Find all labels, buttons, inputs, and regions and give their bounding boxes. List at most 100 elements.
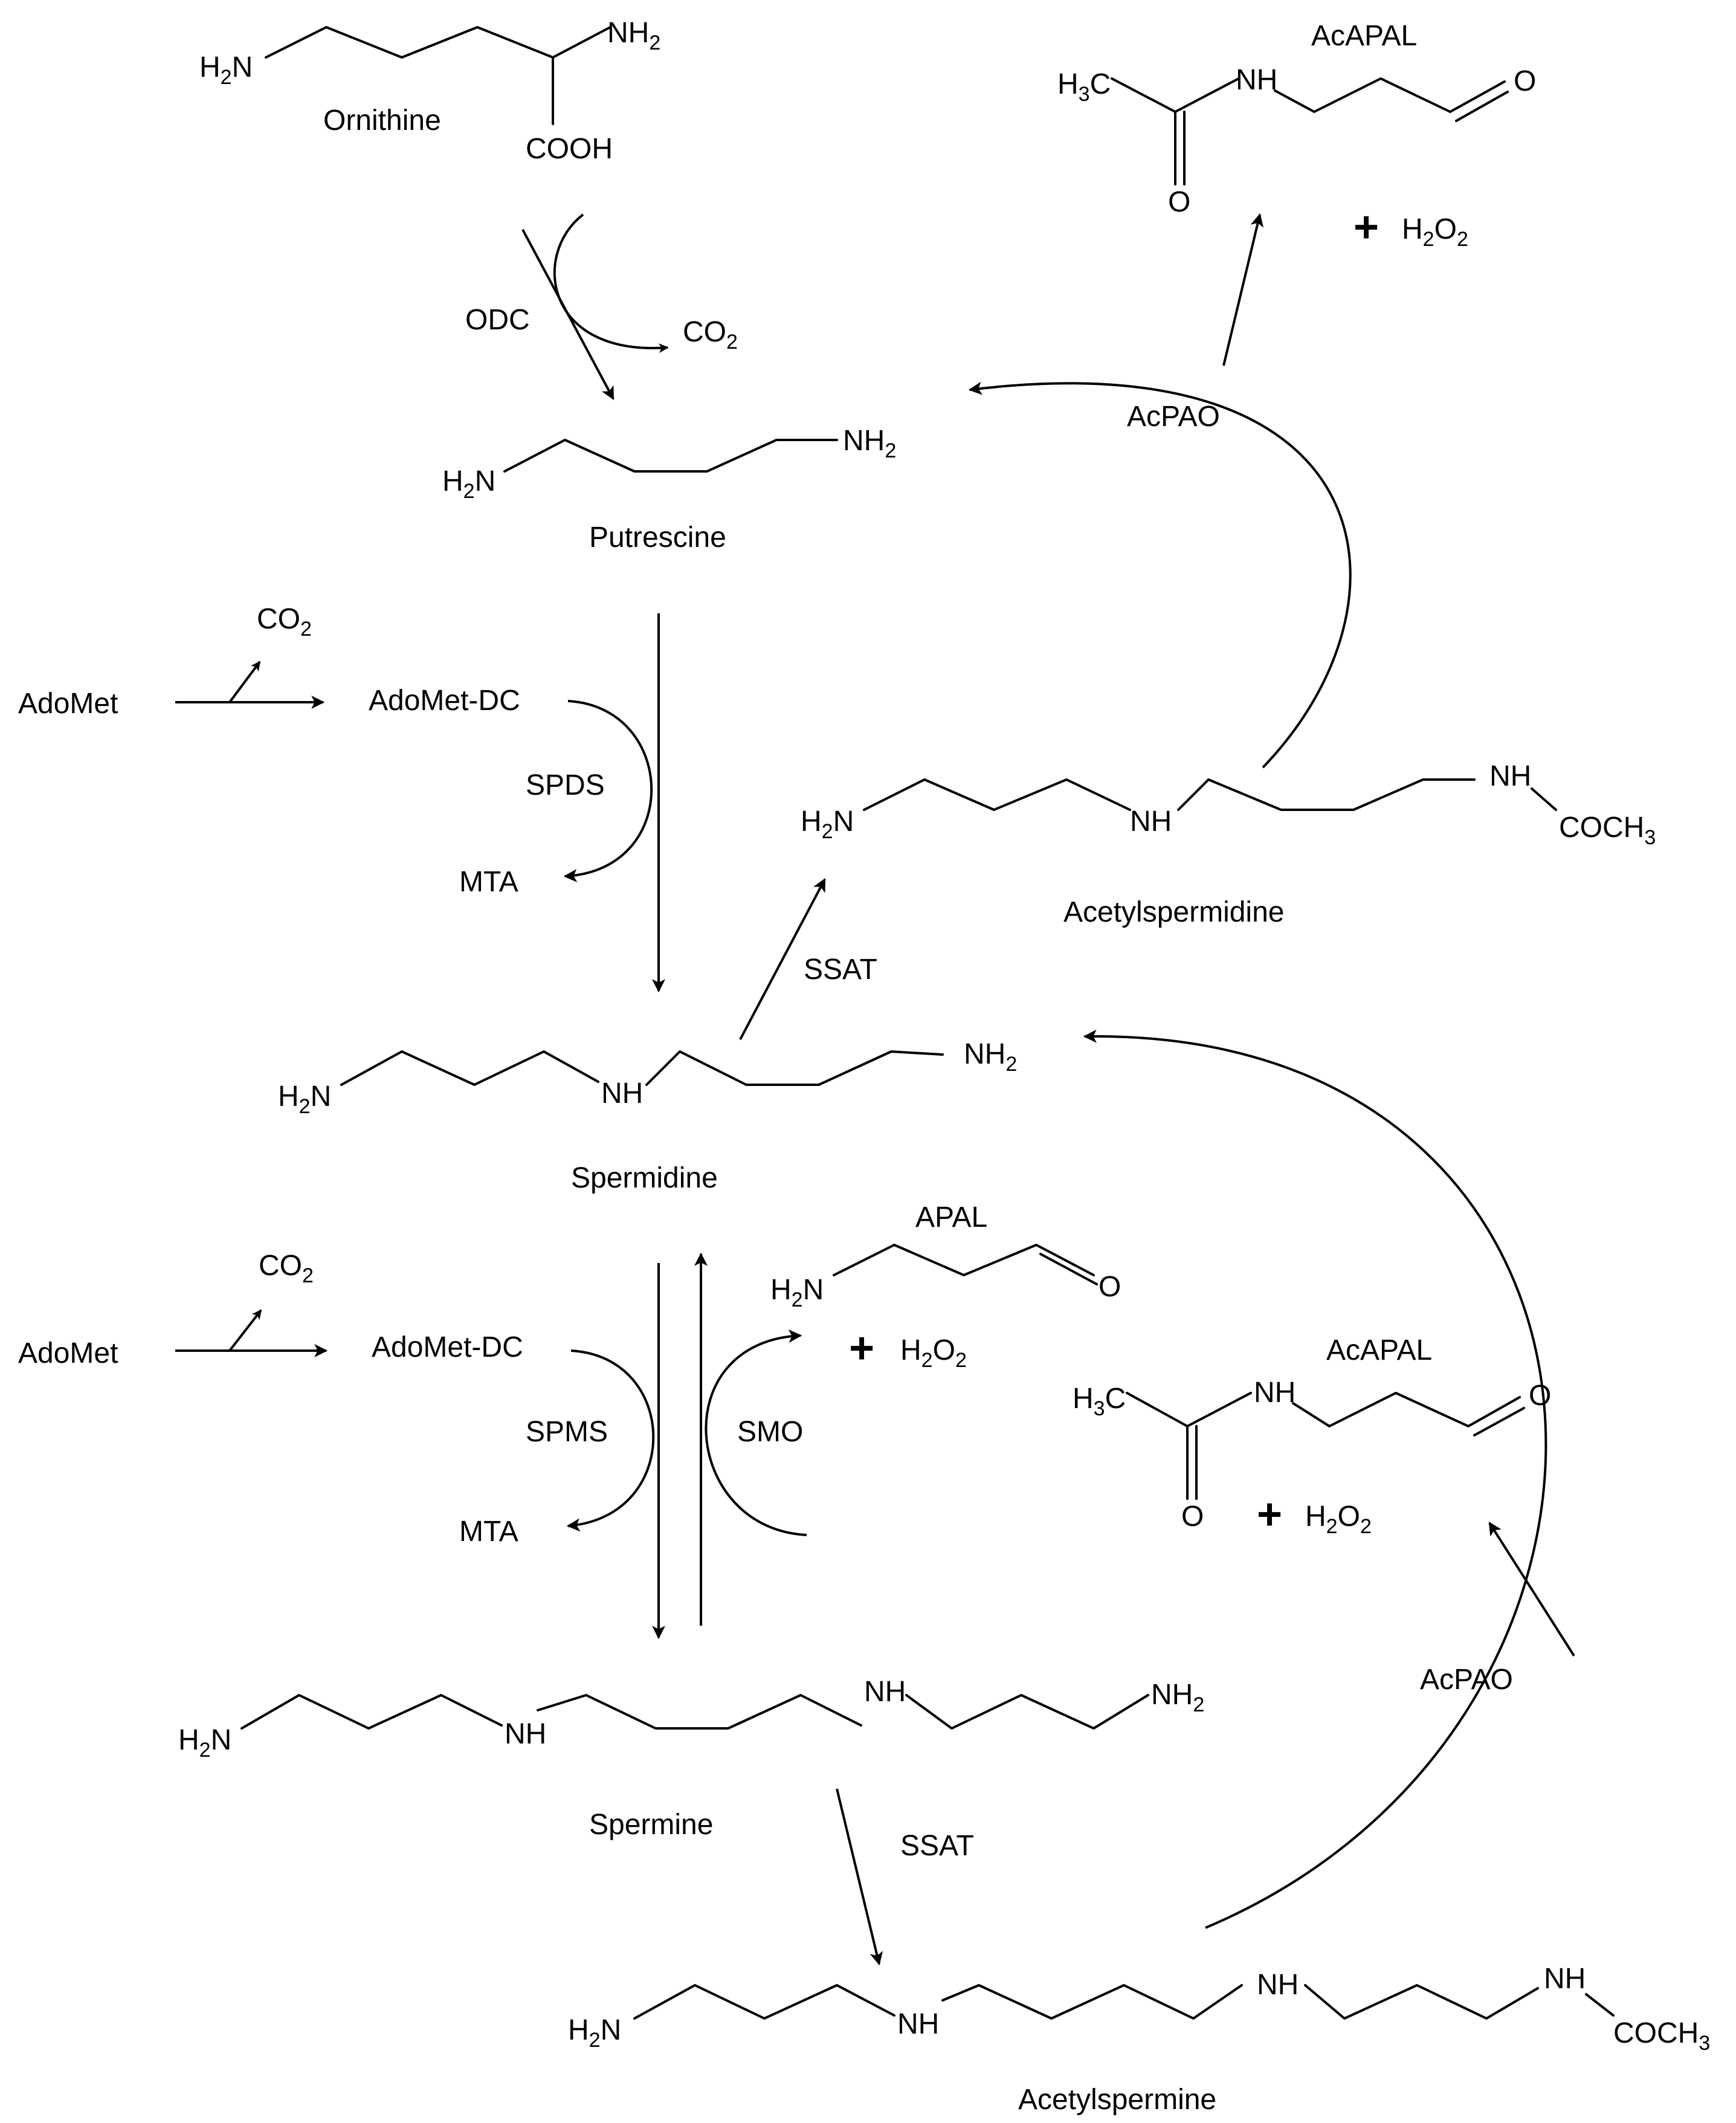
adomet-co2-arrow-2 — [228, 1309, 262, 1352]
acetylspermine-chain-2 — [941, 1984, 1243, 2020]
acapal-mid-structure: AcAPAL H3C O NH O + H2O2 — [1073, 1334, 1551, 1539]
smo-curved-arrow — [705, 1329, 807, 1536]
acapal-mid-chain-2 — [1292, 1392, 1521, 1427]
acpao-enzyme-label-2: AcPAO — [1420, 1664, 1513, 1696]
spermidine-chain-2 — [645, 1050, 944, 1086]
spermidine-amine-right: NH2 — [964, 1038, 1017, 1076]
spermine-chain-2 — [537, 1694, 862, 1730]
acetylspermine-nh-1: NH — [897, 2008, 939, 2040]
acapal-top-aldehyde-o: O — [1514, 65, 1536, 97]
acpao-enzyme-label-1: AcPAO — [1127, 401, 1220, 433]
co2-adomet-1: CO2 — [257, 603, 312, 641]
ornithine-amine: H2N — [199, 51, 253, 89]
acetylspermine-nh-terminal: NH — [1544, 1963, 1586, 1995]
ssat-enzyme-label-1: SSAT — [804, 954, 877, 986]
h2o2-mid: H2O2 — [1305, 1501, 1372, 1538]
acpao-product-arrow-2 — [1488, 1522, 1575, 1657]
acetylspermidine-acetyl: COCH3 — [1559, 812, 1656, 849]
acetylspermidine-label: Acetylspermidine — [1063, 896, 1284, 928]
acetylspermidine-structure: H2N NH NH COCH3 Acetylspermidine — [801, 760, 1656, 928]
acetylspermine-acetyl: COCH3 — [1613, 2017, 1710, 2055]
acapal-mid-methyl: H3C — [1073, 1383, 1126, 1420]
ornithine-structure: H2N NH2 COOH Ornithine — [199, 17, 660, 165]
spermidine-nh: NH — [601, 1078, 643, 1110]
acetylspermine-label: Acetylspermine — [1018, 2084, 1216, 2116]
ornithine-carboxyl: COOH — [526, 133, 613, 165]
mta-label-1: MTA — [459, 866, 518, 898]
spermine-amine-left: H2N — [178, 1724, 231, 1762]
spermine-amine-right: NH2 — [1151, 1679, 1204, 1716]
spermine-chain-3 — [905, 1694, 1149, 1730]
acapal-top-chain-2 — [1274, 77, 1506, 113]
ssat-arrow-2 — [836, 1788, 883, 1966]
putrescine-structure: H2N NH2 Putrescine — [442, 425, 896, 554]
apal-aldehyde-double — [1039, 1253, 1098, 1285]
spermine-structure: H2N NH NH NH2 Spermine — [178, 1676, 1204, 1841]
ornithine-chain — [265, 26, 611, 59]
acapal-top-oxygen: O — [1168, 186, 1190, 218]
putrescine-label: Putrescine — [589, 522, 726, 554]
acpao-curved-arrow-2 — [1083, 1029, 1547, 1929]
odc-co2-release-arrow — [553, 213, 669, 354]
acetylspermine-chain-1 — [633, 1984, 895, 2020]
spermidine-label: Spermidine — [571, 1162, 718, 1194]
smo-enzyme-label: SMO — [737, 1416, 803, 1448]
acetylspermidine-chain — [863, 778, 1131, 811]
spermidine-amine-left: H2N — [278, 1081, 331, 1118]
putrescine-amine-right: NH2 — [843, 425, 896, 462]
apal-chain — [833, 1244, 1095, 1276]
adomet-label-1: AdoMet — [18, 688, 118, 720]
plus-sign-top: + — [1354, 203, 1379, 251]
acetylspermine-amine: H2N — [568, 2014, 621, 2052]
adomet-dc-label-1: AdoMet-DC — [369, 685, 520, 717]
spermine-nh-2: NH — [864, 1676, 906, 1708]
spds-curved-arrow — [563, 700, 653, 882]
apal-structure: APAL H2N O + H2O2 — [770, 1201, 1121, 1372]
plus-sign-mid: + — [1257, 1490, 1282, 1539]
acapal-mid-nh: NH — [1254, 1377, 1296, 1409]
acapal-mid-aldehyde-double — [1473, 1407, 1525, 1436]
acapal-top-label: AcAPAL — [1311, 20, 1417, 52]
acapal-top-methyl: H3C — [1057, 68, 1111, 106]
adomet-dc-label-2: AdoMet-DC — [372, 1331, 523, 1363]
h2o2-apal: H2O2 — [900, 1334, 967, 1372]
spds-enzyme-label: SPDS — [526, 769, 605, 801]
acetylspermidine-chain-2 — [1177, 778, 1476, 811]
acetylspermidine-acetyl-bond — [1531, 787, 1557, 811]
acapal-mid-aldehyde-o: O — [1529, 1380, 1551, 1412]
co2-odc: CO2 — [683, 316, 738, 354]
mta-label-2: MTA — [459, 1516, 518, 1548]
apal-amine: H2N — [770, 1274, 824, 1311]
acapal-mid-label: AcAPAL — [1326, 1334, 1432, 1366]
acetylspermine-nh-2: NH — [1257, 1969, 1299, 2001]
ornithine-label: Ornithine — [323, 105, 441, 137]
acapal-mid-chain — [1126, 1392, 1252, 1427]
odc-enzyme-label: ODC — [465, 304, 530, 336]
apal-label: APAL — [915, 1201, 987, 1233]
acetylspermidine-nh-terminal: NH — [1489, 760, 1531, 792]
putrescine-chain — [503, 439, 838, 473]
spermidine-chain-1 — [340, 1050, 599, 1086]
putrescine-amine-left: H2N — [442, 465, 495, 503]
acetylspermine-chain-3 — [1304, 1984, 1539, 2020]
acapal-top-chain — [1111, 77, 1240, 113]
acetylspermidine-nh: NH — [1130, 806, 1172, 838]
apal-aldehyde-o: O — [1099, 1271, 1121, 1303]
acetylspermine-acetyl-bond — [1585, 1993, 1615, 2017]
acetylspermidine-amine: H2N — [801, 806, 854, 843]
ssat-enzyme-label-2: SSAT — [900, 1830, 974, 1862]
spermidine-structure: H2N NH NH2 Spermidine — [278, 1038, 1017, 1194]
spms-enzyme-label: SPMS — [526, 1416, 608, 1448]
h2o2-top: H2O2 — [1402, 213, 1468, 251]
acpao-curved-arrow-1 — [968, 381, 1352, 769]
acapal-mid-oxygen: O — [1181, 1501, 1204, 1533]
spermine-chain-1 — [240, 1694, 503, 1730]
acpao-product-arrow-1 — [1222, 213, 1264, 366]
spms-curved-arrow — [566, 1349, 655, 1532]
spermine-nh-1: NH — [505, 1718, 546, 1750]
acapal-top-aldehyde-double — [1455, 91, 1509, 122]
plus-sign-apal: + — [849, 1324, 874, 1372]
acapal-top-nh: NH — [1236, 64, 1277, 96]
co2-adomet-2: CO2 — [259, 1250, 314, 1287]
